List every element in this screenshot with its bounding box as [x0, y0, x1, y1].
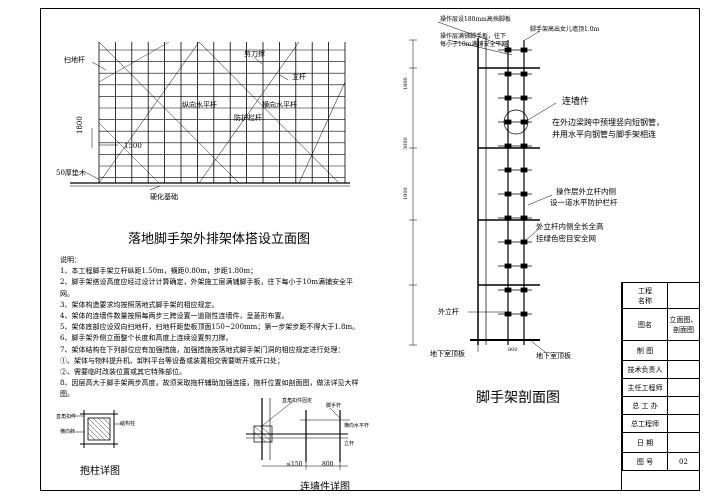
title-block-label: 制 图 — [622, 340, 668, 361]
title-block-value — [667, 432, 700, 453]
note-item: 7、架体结构在下列部位应有加强措施，加强措施按落地式脚手架门洞的相应规定进行处理… — [60, 345, 345, 354]
section-railing-desc-2: 设一道水平防护栏杆 — [550, 198, 618, 207]
title-block-label: 总 工 办 — [622, 396, 668, 415]
dim-1500-elev: 1500 — [124, 142, 142, 150]
note-item: 8、因层高大于脚手架两步高度，故须采取拖杆辅助加强连接，拖杆位置如剖面图，做法详… — [60, 379, 359, 399]
title-block-value: 02 — [667, 452, 700, 471]
label-hardened-base: 硬化基础 — [150, 193, 178, 201]
label-sweep-rod: 扫地杆 — [64, 56, 85, 64]
label-railing: 防护栏杆 — [234, 114, 262, 122]
note-item: ①、架体与物料提升机、卸料平台等设备或装置相交需要断开或开口处； — [60, 356, 284, 365]
column-detail-label-a: 直角扣件 — [56, 414, 77, 420]
notes-heading: 说明： — [60, 256, 81, 264]
section-title: 脚手架剖面图 — [476, 390, 560, 406]
tie-detail-label-d: 立杆 — [344, 441, 355, 447]
label-horizontal-top-rod: 横向水平杆 — [262, 101, 297, 109]
title-block-value — [667, 414, 700, 433]
dim-3000-sec: 3000 — [403, 137, 409, 150]
note-item: 4、架体的连墙件数量按照每两步三跨设置一道刚性连墙件，呈菱形布置。 — [60, 312, 289, 321]
note-item: 5、架体底部应设双向扫地杆，扫地杆距垫板顶面150~200mm；第一步架步距不得… — [60, 323, 360, 332]
section-top-note-3: 脚手架高出女儿墙顶1.0m — [530, 26, 600, 33]
tie-detail-label-b: 脚手杆 — [326, 403, 342, 409]
column-detail-title: 抱柱详图 — [80, 466, 120, 477]
column-detail-label-b: 横向杆 — [60, 429, 76, 435]
title-block-label: 总工程师 — [622, 414, 668, 433]
title-block-value — [667, 396, 700, 415]
section-railing-desc-1: 操作层外立杆内侧 — [556, 187, 616, 196]
section-net-desc-2: 挂绿色密目安全网 — [536, 234, 596, 243]
dim-1900-sec: 1900 — [403, 187, 409, 200]
title-block-value — [667, 378, 700, 397]
label-longitudinal-rod: 纵向水平杆 — [182, 101, 217, 109]
note-item: 2、脚手架搭设高度应经过设计计算确定，外架施工层满铺脚手板，往下每小于10m满铺… — [60, 278, 353, 298]
title-block-value: 立面图、 剖面图 — [667, 308, 700, 341]
notes-block: 说明： 1、本工程脚手架立杆纵距1.50m，横距0.80m，步距1.80m； 2、… — [60, 255, 365, 401]
note-item: ②、需要临时改装位置或其它特殊部位。 — [60, 368, 186, 377]
title-block-value — [667, 340, 700, 361]
section-tie-label: 连墙件 — [562, 97, 590, 107]
title-block-label: 图 号 — [622, 452, 668, 471]
section-basement-floor: 地下室顶板 — [536, 352, 571, 360]
dim-800-sec: 800 — [508, 347, 518, 353]
elevation-title: 落地脚手架外排架体搭设立面图 — [128, 232, 311, 247]
section-pole-label: 外立杆 — [438, 308, 459, 316]
tie-detail-title: 连墙件详图 — [300, 482, 350, 493]
tie-detail-label-a: 直角扣件固定 — [282, 398, 313, 404]
title-block-label: 技术负责人 — [622, 360, 668, 379]
section-top-note-1: 操作层设180mm高挡脚板 — [440, 16, 511, 23]
note-item: 3、架体构造要求均按照落地式脚手架的相应规定。 — [60, 300, 219, 309]
section-tie-desc-2: 并用水平向钢管与脚手架相连 — [552, 130, 656, 139]
dim-1800-elev: 1800 — [76, 116, 84, 134]
note-item: 6、脚手架外侧立面整个长度和高度上连续设置剪刀撑。 — [60, 334, 233, 343]
title-block-label: 工程 名称 — [622, 282, 668, 309]
title-block-label: 主任工程师 — [622, 378, 668, 397]
tie-detail-dim1: ≤150 — [286, 461, 303, 468]
drawing-frame — [40, 8, 700, 491]
dim-1800-sec: 1800 — [403, 77, 409, 90]
section-top-note-2: 操作层满铺脚手板，往下每小于10m满铺安全平网 — [440, 33, 508, 48]
tie-detail-label-c: 横向水平杆 — [344, 423, 370, 429]
tie-detail-dim2: 800 — [322, 461, 334, 468]
section-basement-roof: 地下室顶板 — [430, 350, 465, 358]
title-block-value — [667, 360, 700, 379]
title-block-label: 日 期 — [622, 432, 668, 453]
title-block: 工程 名称图名立面图、 剖面图制 图技术负责人主任工程师总 工 办总工程师日 期… — [621, 282, 700, 491]
title-block-value — [667, 282, 700, 309]
label-vertical-pole: 立杆 — [292, 73, 306, 81]
section-net-desc-1: 外立杆内侧全长全高 — [536, 222, 604, 231]
column-detail-label-c: 结构柱 — [120, 421, 136, 427]
title-block-label: 图名 — [622, 308, 668, 341]
section-tie-desc-1: 在外边梁跨中预埋竖向短钢管， — [552, 118, 664, 127]
note-item: 1、本工程脚手架立杆纵距1.50m，横距0.80m，步距1.80m； — [60, 267, 258, 276]
label-drain-ditch: 50厚垫木 — [56, 169, 86, 177]
label-diagonal-brace: 剪刀撑 — [244, 50, 265, 58]
